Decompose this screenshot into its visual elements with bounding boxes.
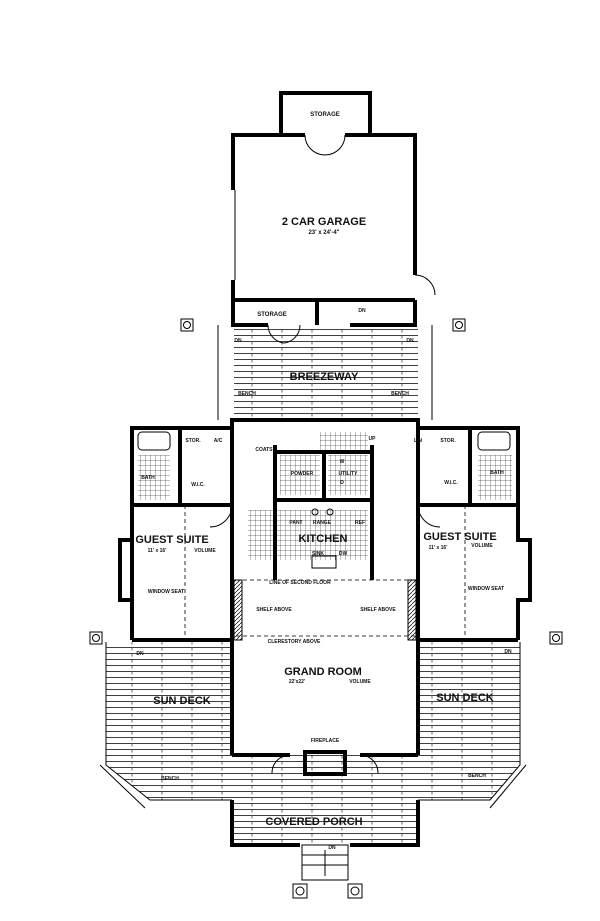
kitchen-floor bbox=[248, 510, 368, 560]
wic-left: W.I.C. bbox=[191, 482, 205, 488]
coats-label: COATS bbox=[255, 447, 273, 453]
up-label: UP bbox=[369, 436, 377, 442]
storage-top-label: STORAGE bbox=[310, 112, 340, 118]
stor-right: STOR. bbox=[440, 438, 456, 444]
stor-left: STOR. bbox=[185, 438, 201, 444]
posts bbox=[89, 318, 563, 899]
clerestory-label: CLERESTORY ABOVE bbox=[268, 639, 321, 645]
ac-label: A/C bbox=[214, 438, 223, 444]
stair-treads bbox=[320, 432, 368, 450]
pant-label: PANT bbox=[289, 520, 302, 526]
bath-left: BATH bbox=[141, 475, 155, 481]
utility-label: UTILITY bbox=[339, 471, 359, 477]
grand-room-label: GRAND ROOM bbox=[284, 666, 362, 678]
sun-deck-left-label: SUN DECK bbox=[153, 695, 211, 707]
sun-deck-porch-floor bbox=[106, 642, 520, 845]
dn-deck-right: DN bbox=[504, 649, 512, 655]
covered-porch-label: COVERED PORCH bbox=[265, 816, 362, 828]
dn-breezeway-right: DN bbox=[406, 338, 414, 344]
dw-label: DW bbox=[339, 551, 348, 557]
bath-left-floor bbox=[138, 455, 170, 500]
bench-porch-right: BENCH bbox=[468, 773, 486, 779]
garage-label: 2 CAR GARAGE bbox=[282, 216, 366, 228]
powder-label: POWDER bbox=[291, 471, 314, 477]
lin-label: LIN bbox=[414, 438, 422, 444]
window-seat-right: WINDOW SEAT bbox=[468, 586, 504, 592]
guest-suite-left-volume: VOLUME bbox=[194, 548, 216, 554]
kitchen-label: KITCHEN bbox=[299, 533, 348, 545]
shelf-above-left: SHELF ABOVE bbox=[256, 607, 292, 613]
walls bbox=[118, 91, 532, 847]
ref-label: REF bbox=[355, 520, 365, 526]
grand-room-dims: 22'x22' bbox=[289, 679, 305, 685]
bath-right-floor bbox=[478, 455, 512, 500]
sun-deck-right-label: SUN DECK bbox=[436, 692, 494, 704]
guest-suite-right-volume: VOLUME bbox=[471, 543, 493, 549]
dn-deck-left: DN bbox=[136, 651, 144, 657]
grand-room-volume: VOLUME bbox=[349, 679, 371, 685]
breezeway-floor bbox=[234, 327, 418, 420]
wic-right: W.I.C. bbox=[444, 480, 458, 486]
guest-suite-left-dims: 11' x 16' bbox=[148, 548, 167, 554]
fireplace-label: FIREPLACE bbox=[311, 738, 340, 744]
bench-breezeway-left: BENCH bbox=[238, 391, 256, 397]
garage-dims: 23' x 24'-4" bbox=[308, 230, 339, 236]
line-second-floor: LINE OF SECOND FLOOR bbox=[269, 580, 331, 586]
guest-suite-right-label: GUEST SUITE bbox=[423, 531, 496, 543]
details bbox=[99, 134, 527, 881]
bath-right: BATH bbox=[490, 470, 504, 476]
dryer-label: D bbox=[340, 480, 344, 486]
sink-label: SINK bbox=[312, 551, 324, 557]
guest-suite-right-dims: 11' x 16' bbox=[429, 545, 448, 551]
dn-garage-stair: DN bbox=[358, 308, 366, 314]
dn-breezeway-left: DN bbox=[234, 338, 242, 344]
guest-suite-left-label: GUEST SUITE bbox=[135, 534, 208, 546]
bench-breezeway-right: BENCH bbox=[391, 391, 409, 397]
breezeway-label: BREEZEWAY bbox=[290, 371, 359, 383]
window-seat-left: WINDOW SEAT bbox=[148, 589, 184, 595]
powder-floor bbox=[280, 455, 320, 495]
bench-porch-left: BENCH bbox=[161, 776, 179, 782]
utility-floor bbox=[328, 455, 368, 495]
washer-label: W bbox=[340, 459, 345, 465]
deck-floors bbox=[106, 327, 520, 845]
storage-lower-label: STORAGE bbox=[257, 312, 287, 318]
shelf-above-right: SHELF ABOVE bbox=[360, 607, 396, 613]
labels: STORAGE 2 CAR GARAGE 23' x 24'-4" STORAG… bbox=[135, 112, 512, 851]
range-label: RANGE bbox=[313, 520, 332, 526]
dn-porch: DN bbox=[328, 845, 336, 851]
